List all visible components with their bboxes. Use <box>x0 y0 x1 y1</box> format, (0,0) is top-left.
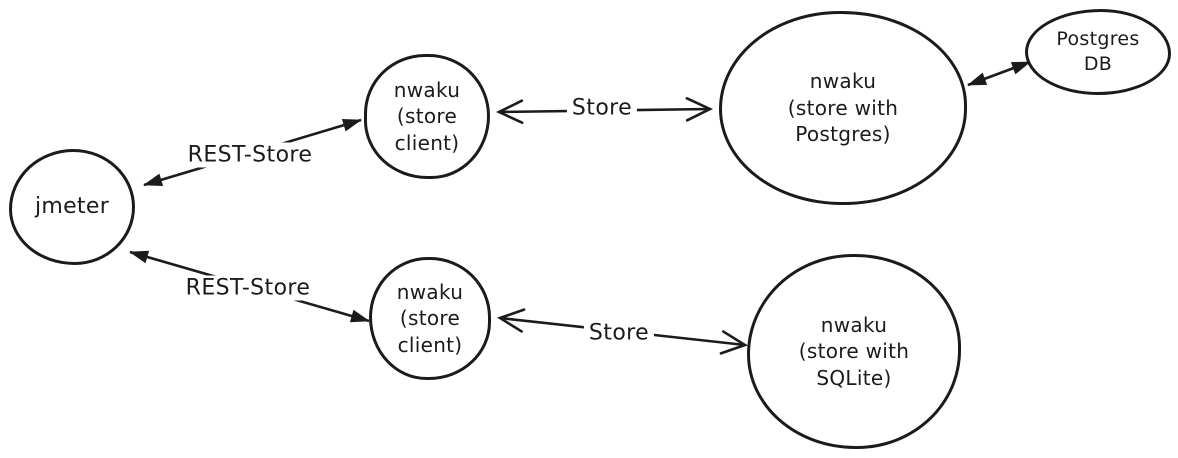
node-nwaku-store-client-bottom: nwaku (store client) <box>369 257 491 380</box>
node-nwaku-store-sqlite-label: nwaku (store with SQLite) <box>798 312 910 390</box>
node-nwaku-store-client-bottom-label: nwaku (store client) <box>396 279 464 357</box>
node-nwaku-store-sqlite: nwaku (store with SQLite) <box>747 254 961 449</box>
edge-label-store-bottom: Store <box>583 320 655 346</box>
arrow-postgres-db-link <box>967 60 1031 87</box>
node-postgres-db-label: Postgres DB <box>1056 27 1140 75</box>
node-nwaku-store-client-top-label: nwaku (store client) <box>393 77 461 155</box>
node-jmeter: jmeter <box>9 149 135 265</box>
node-postgres-db: Postgres DB <box>1025 9 1171 95</box>
edge-label-rest-store-top: REST-Store <box>182 142 318 168</box>
edge-label-rest-store-bottom: REST-Store <box>180 275 316 301</box>
edge-label-store-top: Store <box>566 95 638 121</box>
node-nwaku-store-client-top: nwaku (store client) <box>364 54 490 179</box>
node-jmeter-label: jmeter <box>34 194 110 220</box>
node-nwaku-store-postgres: nwaku (store with Postgres) <box>719 11 967 205</box>
node-nwaku-store-postgres-label: nwaku (store with Postgres) <box>787 69 899 147</box>
